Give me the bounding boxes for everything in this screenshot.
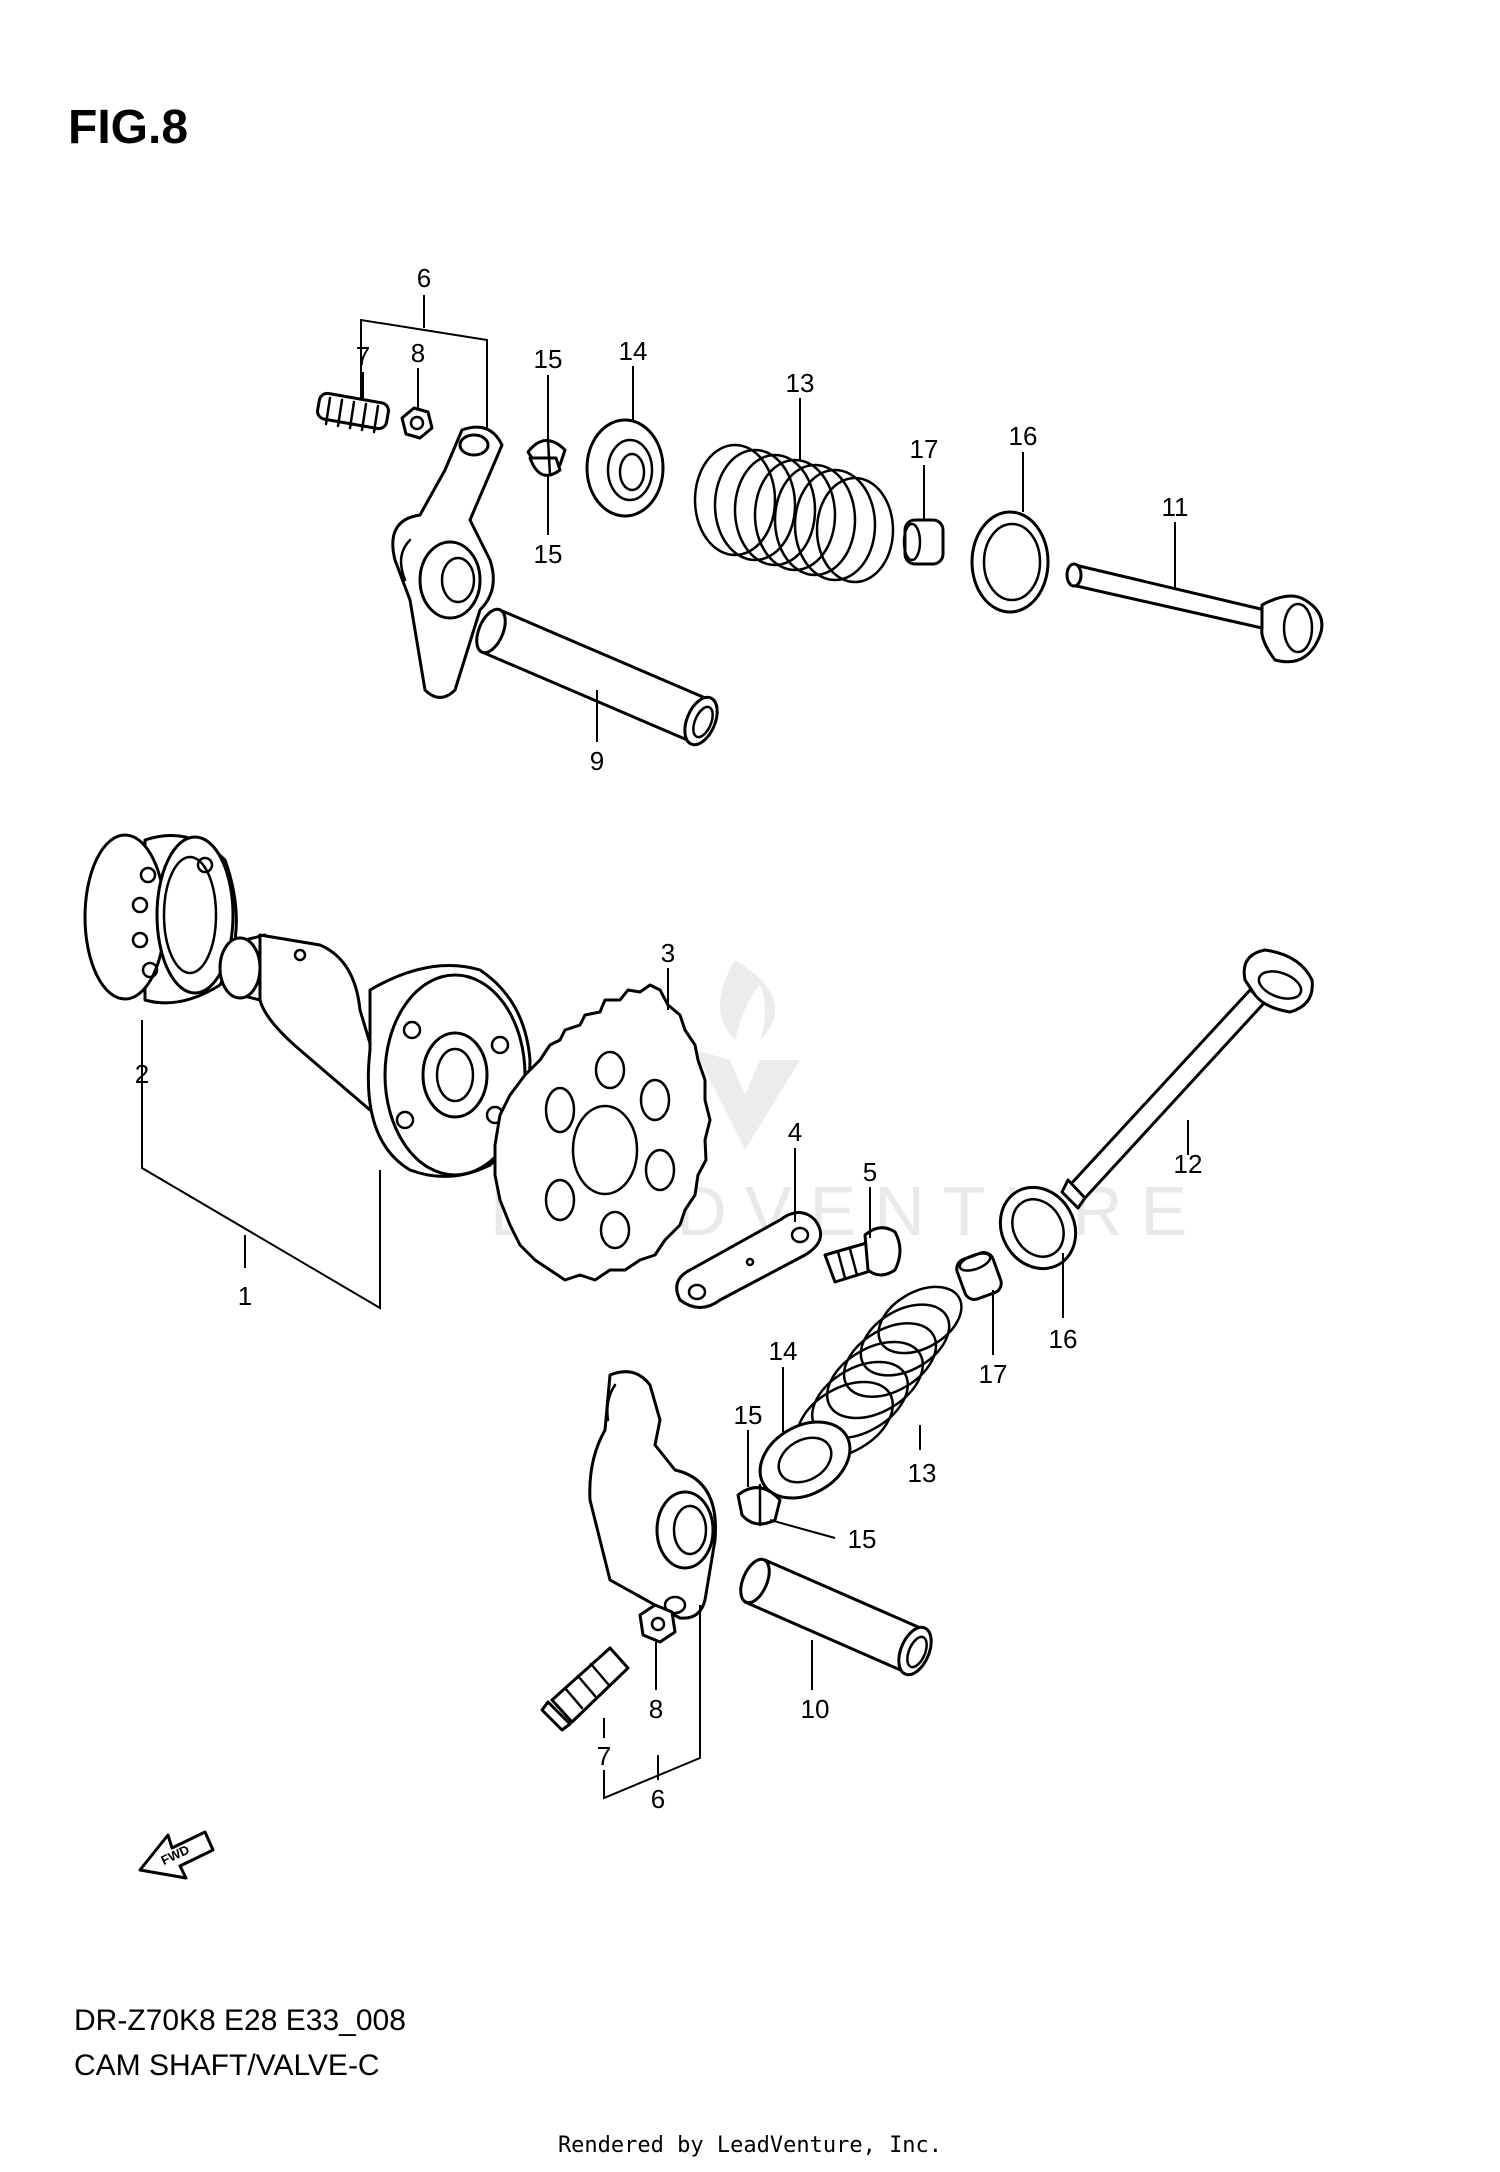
- callout-12: 12: [1174, 1149, 1203, 1179]
- part-7-adjusting-screw-lower: [540, 1646, 630, 1732]
- bracket-1: [141, 1020, 381, 1310]
- part-14-spring-retainer-upper: [585, 418, 665, 518]
- part-9-rocker-shaft-upper: [475, 607, 719, 747]
- bracket-6-lower: [603, 1605, 701, 1800]
- part-3-cam-sprocket: [493, 983, 712, 1282]
- part-1-camshaft: [218, 933, 532, 1178]
- part-15-valve-cotters-lower: [736, 1483, 782, 1527]
- part-11-valve-upper: [1065, 562, 1324, 664]
- callout-15-lower-a: 15: [734, 1400, 763, 1430]
- callout-6-lower: 6: [651, 1784, 665, 1814]
- part-17-stem-seal-lower: [955, 1251, 1003, 1301]
- section-name: CAM SHAFT/VALVE-C: [74, 2049, 380, 2082]
- callout-11: 11: [1162, 492, 1189, 522]
- leader-15-lower-b: [769, 1519, 836, 1539]
- callout-7-top: 7: [356, 341, 370, 371]
- part-10-rocker-shaft-lower: [739, 1557, 933, 1677]
- callout-3: 3: [661, 938, 675, 968]
- callout-8-lower: 8: [649, 1694, 663, 1724]
- callout-6-top: 6: [417, 263, 431, 293]
- part-16-washer-lower: [998, 1185, 1078, 1271]
- part-6-rocker-arm-lower: [588, 1370, 717, 1620]
- part-4-sprocket-plate: [675, 1211, 823, 1309]
- callout-15-top-b: 15: [534, 539, 563, 569]
- part-15-valve-cotters-upper: [526, 438, 567, 477]
- callout-15-lower-b: 15: [848, 1524, 877, 1554]
- part-14-spring-retainer-lower: [758, 1420, 852, 1500]
- callout-8-top: 8: [411, 338, 425, 368]
- callout-13-lower: 13: [908, 1458, 937, 1488]
- callout-4: 4: [788, 1117, 802, 1147]
- callout-17-lower: 17: [979, 1359, 1008, 1389]
- part-7-adjusting-screw: [316, 391, 390, 434]
- callout-13-top: 13: [786, 368, 815, 398]
- part-13-valve-spring-upper: [693, 443, 895, 584]
- callout-2: 2: [135, 1059, 149, 1089]
- part-5-bolt: [823, 1226, 902, 1284]
- callout-14-lower: 14: [769, 1336, 798, 1366]
- callout-5: 5: [863, 1157, 877, 1187]
- render-credit: Rendered by LeadVenture, Inc.: [558, 2133, 942, 2158]
- callout-1: 1: [238, 1281, 252, 1311]
- callout-15-top-a: 15: [534, 344, 563, 374]
- callout-17-top: 17: [910, 434, 939, 464]
- part-16-washer-upper: [970, 510, 1050, 614]
- callout-10: 10: [801, 1694, 830, 1724]
- callout-16-top: 16: [1009, 421, 1038, 451]
- part-8-lock-nut: [400, 406, 434, 440]
- fwd-arrow-icon: FWD: [138, 1830, 215, 1880]
- figure-title: FIG.8: [68, 101, 188, 154]
- part-8-lock-nut-lower: [638, 1603, 677, 1644]
- callout-14-top: 14: [619, 336, 648, 366]
- part-2-bearing: [83, 833, 238, 1005]
- part-6-rocker-arm-upper: [391, 425, 504, 699]
- callout-9: 9: [590, 746, 604, 776]
- bracket-6-top: [360, 318, 488, 430]
- callout-7-lower: 7: [597, 1741, 611, 1771]
- model-code: DR-Z70K8 E28 E33_008: [74, 2004, 406, 2037]
- part-17-stem-seal-upper: [902, 518, 945, 566]
- callout-16-lower: 16: [1049, 1324, 1078, 1354]
- part-12-valve-lower: [1060, 948, 1314, 1210]
